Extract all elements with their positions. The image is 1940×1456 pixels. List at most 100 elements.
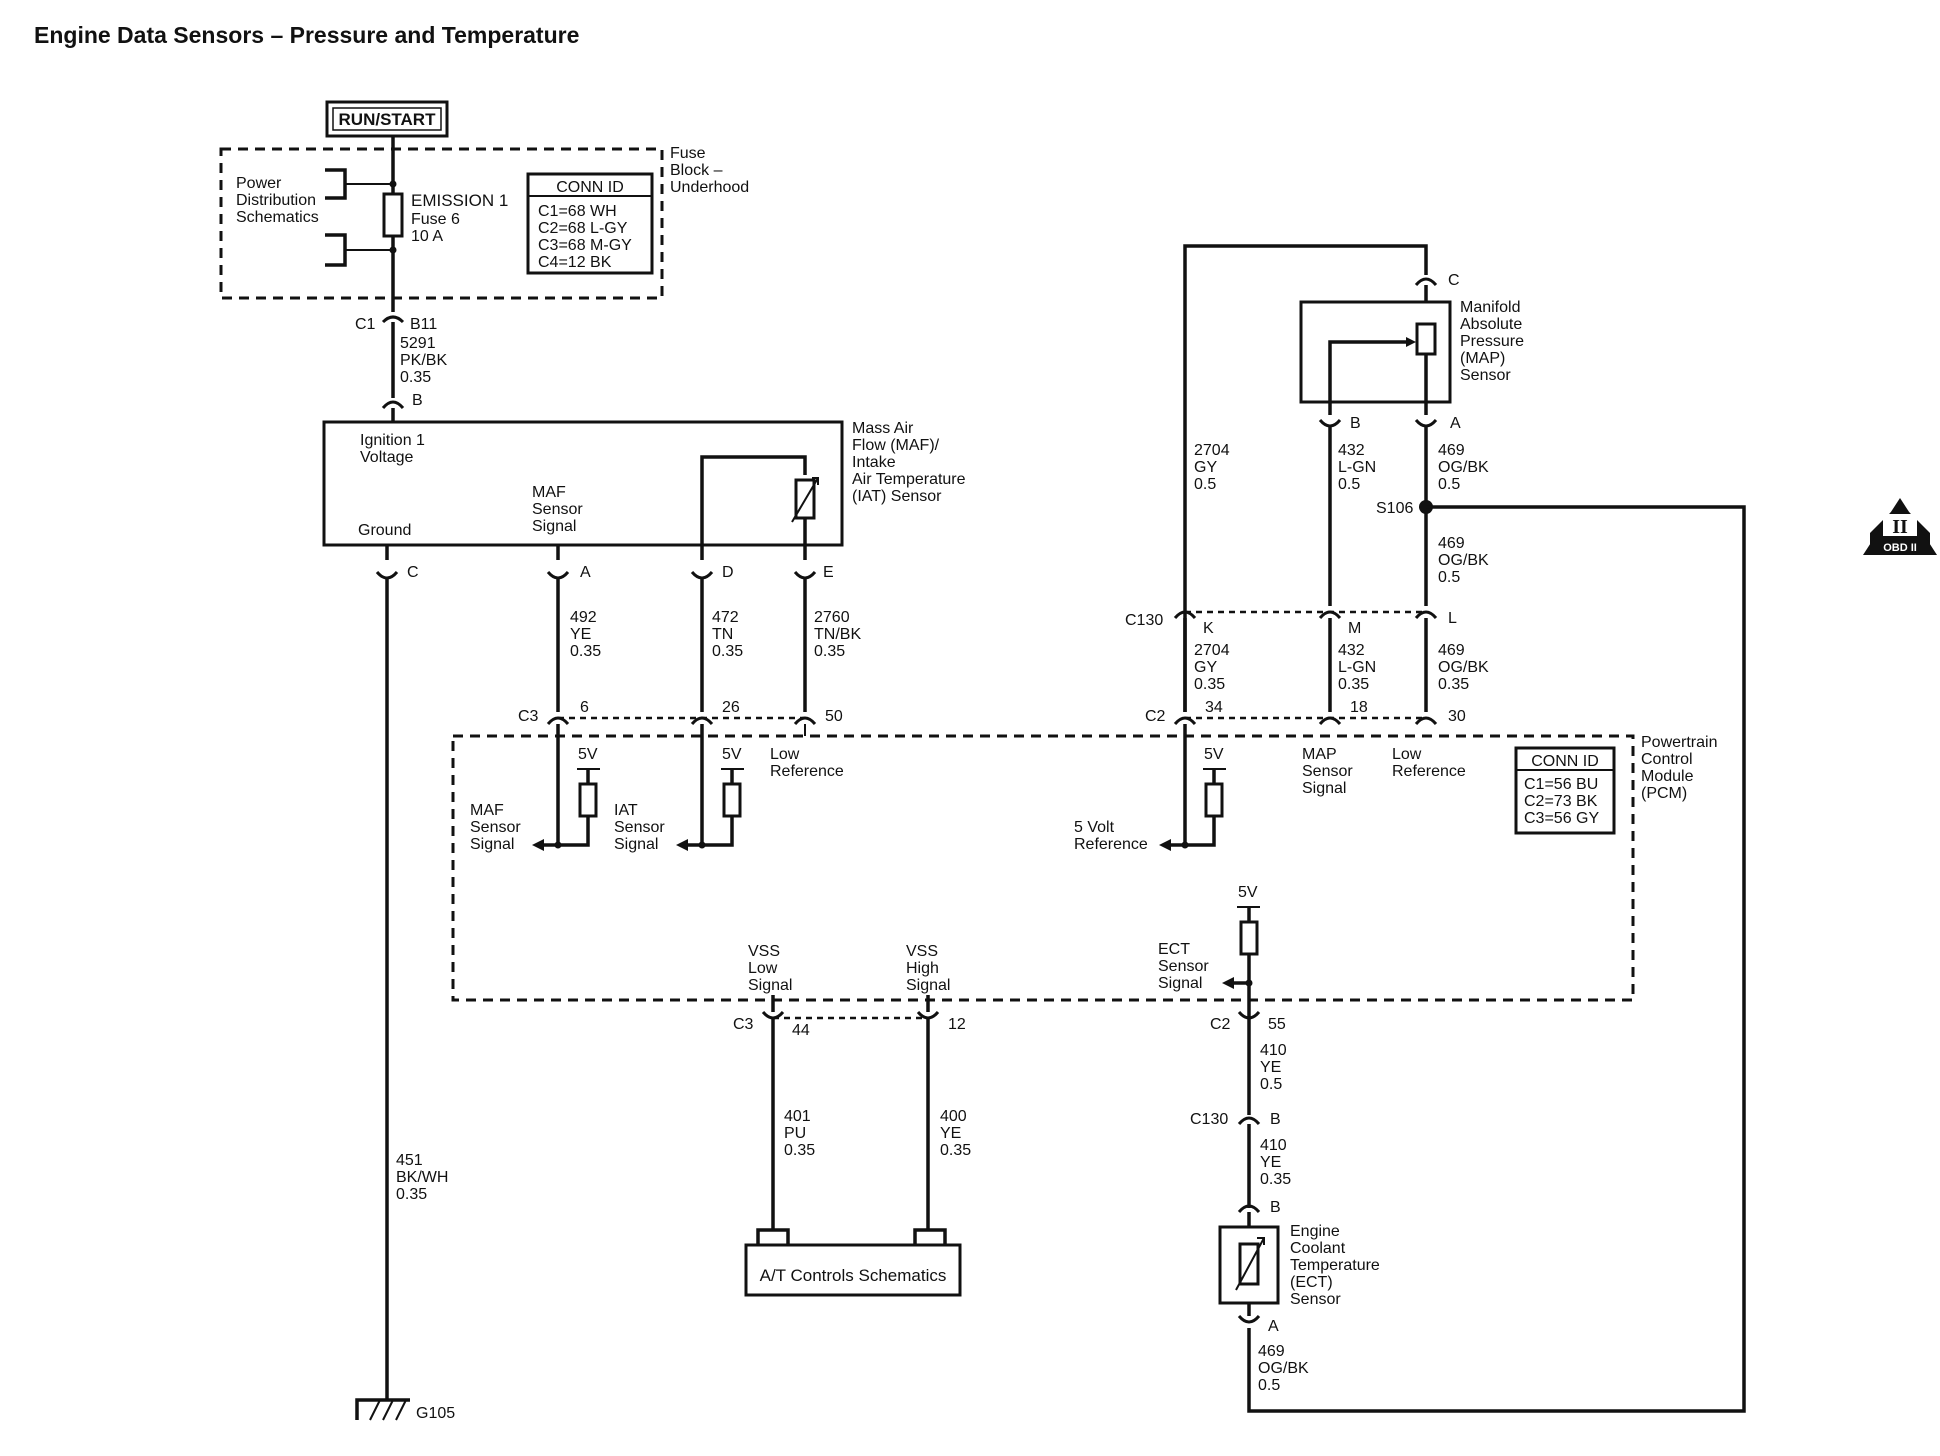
svg-text:Voltage: Voltage — [360, 449, 413, 466]
svg-text:Temperature: Temperature — [1290, 1257, 1380, 1274]
svg-text:Schematics: Schematics — [236, 209, 319, 226]
svg-text:OBD II: OBD II — [1883, 542, 1917, 554]
svg-text:C130: C130 — [1190, 1111, 1228, 1128]
svg-text:Sensor: Sensor — [1302, 763, 1353, 780]
svg-text:0.5: 0.5 — [1260, 1076, 1282, 1093]
svg-text:YE: YE — [1260, 1059, 1281, 1076]
svg-text:E: E — [823, 564, 834, 581]
svg-text:472: 472 — [712, 609, 739, 626]
svg-text:II: II — [1892, 516, 1908, 538]
wire-492: A 492 YE 0.35 — [546, 545, 601, 712]
svg-text:Sensor: Sensor — [1158, 958, 1209, 975]
svg-text:Module: Module — [1641, 768, 1694, 785]
svg-text:(ECT): (ECT) — [1290, 1274, 1333, 1291]
wire-2760: E 2760 TN/BK 0.35 — [793, 545, 861, 712]
run-start-label: RUN/START — [325, 100, 449, 138]
svg-text:Control: Control — [1641, 751, 1693, 768]
svg-text:0.35: 0.35 — [712, 643, 743, 660]
svg-text:Distribution: Distribution — [236, 192, 316, 209]
svg-text:492: 492 — [570, 609, 597, 626]
svg-text:5V: 5V — [1238, 884, 1258, 901]
svg-text:5 Volt: 5 Volt — [1074, 819, 1115, 836]
svg-text:Block –: Block – — [670, 162, 723, 179]
svg-text:Low: Low — [748, 960, 778, 977]
wire-2704-top: 2704 GY 0.5 — [1194, 442, 1230, 493]
at-controls-schematics-box[interactable]: A/T Controls Schematics — [744, 1228, 962, 1297]
wire-401-vss-low: C3 44 401 PU 0.35 — [733, 995, 928, 1230]
svg-text:OG/BK: OG/BK — [1438, 659, 1489, 676]
svg-text:VSS: VSS — [906, 943, 938, 960]
svg-text:Signal: Signal — [470, 836, 514, 853]
svg-text:0.5: 0.5 — [1258, 1377, 1280, 1394]
obd-ii-badge-icon: II OBD II — [1863, 498, 1937, 555]
svg-text:0.35: 0.35 — [1194, 676, 1225, 693]
svg-text:B: B — [1270, 1199, 1281, 1216]
fuse-block-underhood: Fuse Block – Underhood Power Distributio… — [219, 136, 749, 312]
svg-text:Low: Low — [1392, 746, 1422, 763]
svg-text:Signal: Signal — [1158, 975, 1202, 992]
svg-text:YE: YE — [570, 626, 591, 643]
svg-text:TN/BK: TN/BK — [814, 626, 861, 643]
fuse-conn-id-table — [526, 172, 654, 275]
wire-469-top: A 469 OG/BK 0.5 S106 469 OG/BK 0.5 — [1247, 402, 1746, 1413]
wire-400-vss-high: 12 400 YE 0.35 — [916, 995, 971, 1230]
svg-text:L: L — [1448, 610, 1457, 627]
svg-text:Low: Low — [770, 746, 800, 763]
svg-text:5V: 5V — [578, 746, 598, 763]
svg-text:Ignition 1: Ignition 1 — [360, 432, 425, 449]
svg-text:MAF: MAF — [470, 802, 504, 819]
svg-text:410: 410 — [1260, 1137, 1287, 1154]
svg-text:Sensor: Sensor — [614, 819, 665, 836]
svg-text:B: B — [1350, 415, 1361, 432]
maf-ground-wire: C 451 BK/WH 0.35 G105 — [355, 545, 455, 1422]
svg-text:C2=73 BK: C2=73 BK — [1524, 793, 1598, 810]
svg-text:469: 469 — [1438, 535, 1465, 552]
wire-410: C2 55 410 YE 0.5 C130 B 410 YE 0.35 B — [1190, 1010, 1291, 1216]
pcm-module: Powertrain Control Module (PCM) CONN ID … — [451, 724, 1717, 1017]
svg-text:TN: TN — [712, 626, 733, 643]
svg-text:5V: 5V — [722, 746, 742, 763]
svg-text:CONN ID: CONN ID — [556, 179, 624, 196]
svg-text:Signal: Signal — [614, 836, 658, 853]
svg-text:(IAT) Sensor: (IAT) Sensor — [852, 488, 942, 505]
svg-text:Sensor: Sensor — [1460, 367, 1511, 384]
svg-text:ECT: ECT — [1158, 941, 1190, 958]
svg-text:C2: C2 — [1210, 1016, 1231, 1033]
ground-id: G105 — [416, 1405, 455, 1422]
svg-text:0.35: 0.35 — [1260, 1171, 1291, 1188]
svg-text:Absolute: Absolute — [1460, 316, 1522, 333]
svg-text:MAF: MAF — [532, 484, 566, 501]
svg-text:A: A — [1450, 415, 1461, 432]
svg-text:B11: B11 — [410, 316, 437, 333]
svg-text:6: 6 — [580, 699, 589, 716]
svg-text:55: 55 — [1268, 1016, 1286, 1033]
wire-432-top: B 432 L-GN 0.5 — [1318, 402, 1376, 606]
svg-text:432: 432 — [1338, 642, 1365, 659]
svg-text:C4=12 BK: C4=12 BK — [538, 254, 612, 271]
svg-text:BK/WH: BK/WH — [396, 1169, 448, 1186]
diagram-title: Engine Data Sensors – Pressure and Tempe… — [34, 22, 579, 48]
svg-text:D: D — [722, 564, 734, 581]
svg-text:410: 410 — [1260, 1042, 1287, 1059]
svg-text:B: B — [1270, 1111, 1281, 1128]
svg-text:Sensor: Sensor — [532, 501, 583, 518]
svg-text:469: 469 — [1258, 1343, 1285, 1360]
svg-text:34: 34 — [1205, 699, 1223, 716]
svg-text:K: K — [1203, 620, 1214, 637]
fuse-block-label: Fuse — [670, 145, 706, 162]
svg-text:0.5: 0.5 — [1438, 476, 1460, 493]
pcm-c3-top-connector: C3 6 26 50 — [518, 699, 843, 726]
svg-text:Signal: Signal — [906, 977, 950, 994]
svg-text:26: 26 — [722, 699, 740, 716]
svg-text:5291: 5291 — [400, 335, 436, 352]
svg-text:400: 400 — [940, 1108, 967, 1125]
pcm-label: Powertrain — [1641, 734, 1717, 751]
svg-text:0.35: 0.35 — [1438, 676, 1469, 693]
svg-text:Signal: Signal — [1302, 780, 1346, 797]
svg-text:YE: YE — [940, 1125, 961, 1142]
svg-text:GY: GY — [1194, 659, 1217, 676]
svg-text:2704: 2704 — [1194, 642, 1230, 659]
fuse-6-icon — [382, 192, 404, 238]
svg-text:Reference: Reference — [1392, 763, 1466, 780]
